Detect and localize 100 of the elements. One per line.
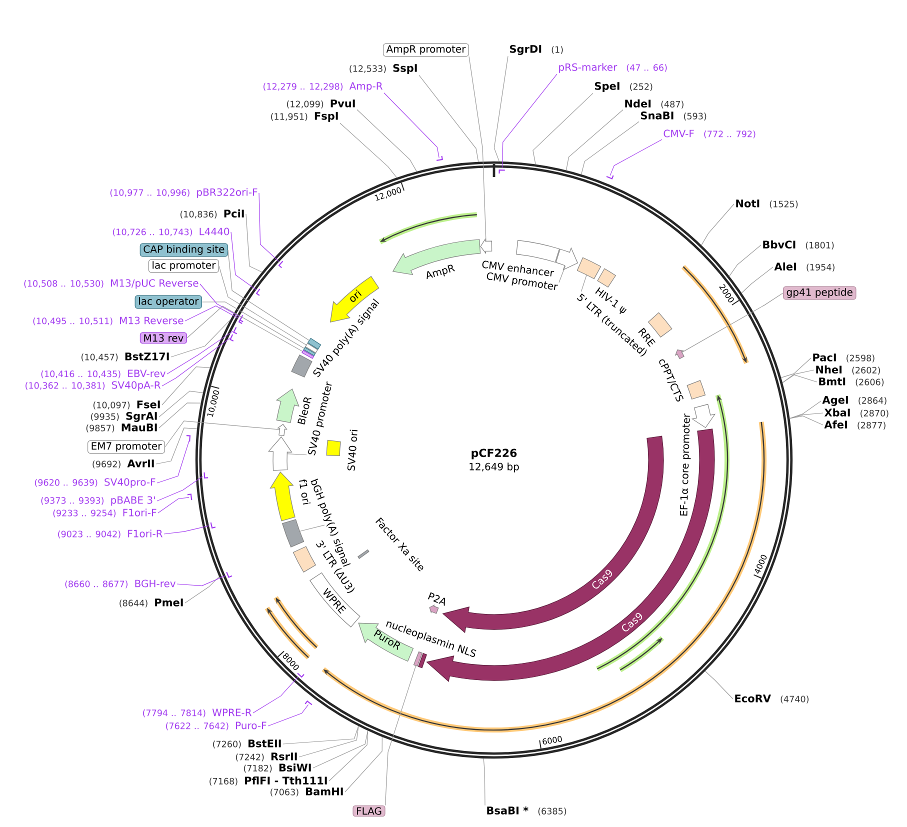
primer-label: (10,977 .. 10,996) pBR322ori-F [110, 188, 258, 198]
leader-line [356, 109, 418, 172]
leader-line [246, 214, 262, 272]
feature-tag: FLAG [352, 805, 386, 817]
enzyme-site-label: AgeI (2864) [822, 396, 886, 406]
leader-line [228, 250, 310, 341]
leader-line [558, 266, 566, 283]
primer-mark [226, 572, 232, 578]
leader-line [282, 726, 359, 744]
leader-line [610, 139, 662, 176]
leader-line [268, 704, 309, 726]
feature-box [282, 519, 304, 548]
primer-mark [278, 260, 284, 268]
enzyme-site-label: (10,836) PciI [180, 209, 244, 219]
primer-mark [498, 170, 505, 174]
leader-line [789, 412, 824, 419]
enzyme-site-label: (7242) RsrII [236, 752, 297, 762]
primer-label: (8660 .. 8677) BGH-rev [65, 580, 176, 588]
primer-mark [256, 288, 260, 296]
leader-line [176, 575, 226, 586]
enzyme-site-label: BmtI (2606) [819, 378, 884, 386]
leader-line [252, 676, 298, 714]
feature-tag: CAP binding site [140, 243, 228, 257]
leader-line [789, 416, 824, 426]
enzyme-site-label: (9857) MauBI [86, 424, 157, 432]
primer-label: (10,508 .. 10,530) M13/pUC Reverse [24, 279, 198, 289]
leader-line [298, 726, 359, 758]
feature-tag: AmpR promoter [382, 43, 469, 57]
primer-label: (7794 .. 7814) WPRE-R [143, 708, 252, 718]
primer-mark [606, 175, 614, 180]
leader-line [300, 524, 325, 532]
feature-tag: lac promoter [148, 259, 219, 273]
enzyme-site-label: AleI (1954) [774, 262, 834, 272]
leader-line [158, 390, 204, 418]
leader-line [184, 305, 239, 322]
primer-mark [204, 472, 208, 478]
enzyme-site-label: BsaBI * (6385) [487, 806, 566, 816]
leader-line [158, 497, 190, 514]
leader-line [566, 109, 624, 171]
leader-line [258, 192, 280, 262]
enzyme-site-label: NheI (2602) [816, 365, 880, 375]
leader-line [780, 358, 812, 378]
feature-label: SV40 ori [347, 430, 358, 471]
enzyme-site-label: (7168) PflFI - Tth111I [210, 776, 327, 786]
leader-line [782, 374, 818, 384]
primer-mark [210, 522, 216, 528]
tick-label: 6000 [542, 736, 562, 744]
leader-line [184, 576, 220, 604]
leader-line [166, 330, 234, 374]
leader-line [186, 306, 303, 352]
leader-line [156, 440, 190, 484]
primer-label: pRS-marker (47 .. 66) [559, 63, 667, 73]
primer-mark [187, 494, 192, 500]
primer-mark [230, 334, 234, 342]
enzyme-site-label: (8644) PmeI [120, 598, 183, 608]
enzyme-site-label: (11,951) FspI [271, 112, 338, 122]
leader-line [789, 400, 822, 419]
leader-line [682, 292, 784, 353]
primer-label: CMV-F (772 .. 792) [664, 130, 756, 138]
plasmid-size: 12,649 bp [470, 462, 519, 472]
enzyme-site-label: (10,457) BstZ17I [82, 352, 169, 362]
leader-line [202, 302, 304, 349]
leader-line [287, 454, 307, 456]
enzyme-site-label: (9935) SgrAI [91, 412, 157, 422]
leader-line [162, 366, 210, 406]
primer-label: (10,726 .. 10,743) L4440 [112, 228, 230, 236]
primer-mark [186, 434, 191, 442]
leader-line [494, 56, 508, 162]
feature-block [480, 238, 492, 254]
leader-line [384, 92, 440, 158]
leader-line [580, 274, 587, 292]
feature-mark [302, 350, 314, 359]
leader-line [344, 736, 382, 792]
primer-label: (10,362 .. 10,381) SV40pA-R [26, 381, 161, 391]
leader-line [156, 476, 203, 502]
leader-line [729, 244, 762, 276]
leader-line [385, 666, 416, 806]
leader-line [502, 74, 558, 168]
primer-label: (9620 .. 9639) SV40pro-F [34, 478, 156, 488]
feature-label: BleoR [298, 397, 312, 425]
leader-line [170, 320, 231, 358]
feature-mark [675, 349, 684, 360]
enzyme-site-label: BbvCI (1801) [763, 240, 834, 250]
leader-line [581, 121, 640, 175]
enzyme-site-label: SnaBI (593) [640, 112, 706, 120]
plasmid-name: pCF226 [472, 448, 517, 460]
feature-block [556, 248, 578, 270]
primer-label: (9233 .. 9254) F1ori-F [53, 508, 156, 518]
leader-line [704, 670, 734, 700]
leader-line [164, 420, 280, 448]
feature-box [576, 257, 602, 280]
feature-tag: EM7 promoter [88, 440, 165, 454]
feature-mark [413, 651, 422, 666]
enzyme-site-label: AfeI (2877) [824, 420, 886, 430]
enzyme-site-label: PacI (2598) [813, 354, 874, 362]
leader-line [782, 370, 814, 384]
feature-mark [308, 338, 322, 350]
primer-label: (7622 .. 7642) Puro-F [166, 722, 266, 730]
primer-label: (9023 .. 9042) F1ori-R [58, 530, 163, 538]
primer-label: (12,279 .. 12,298) Amp-R [264, 82, 383, 92]
